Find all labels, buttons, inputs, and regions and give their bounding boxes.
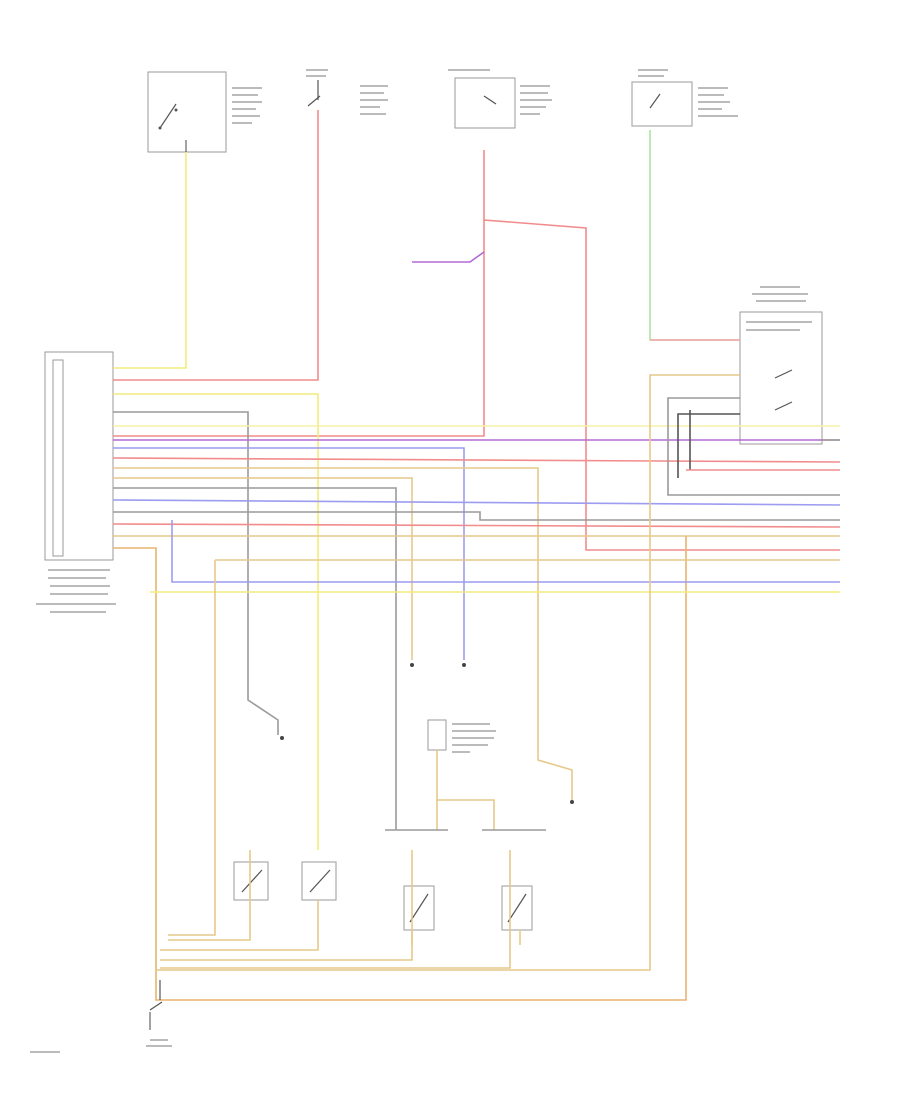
top-left-switch-box xyxy=(147,71,227,153)
module-wires xyxy=(112,393,841,1001)
right-relay xyxy=(739,286,823,445)
top-fuse-panel xyxy=(448,69,552,129)
lower-switches xyxy=(233,861,533,931)
top-label-block-1 xyxy=(232,87,262,124)
wire-yellow-top-left xyxy=(113,152,187,369)
ground-icon xyxy=(280,663,574,804)
wire-red-fuse-panel xyxy=(113,150,840,551)
lower-switch-wires xyxy=(160,850,521,969)
relay-wires xyxy=(156,374,840,971)
wire-red-top-fuse1 xyxy=(113,110,319,381)
wire-green-top-right xyxy=(649,130,740,341)
top-fuse-2 xyxy=(631,69,738,127)
wire-purple-splice xyxy=(412,251,485,263)
ground-switch xyxy=(146,980,172,1047)
left-control-module xyxy=(36,351,116,613)
top-fuse-1 xyxy=(306,69,388,115)
center-module xyxy=(427,719,496,830)
